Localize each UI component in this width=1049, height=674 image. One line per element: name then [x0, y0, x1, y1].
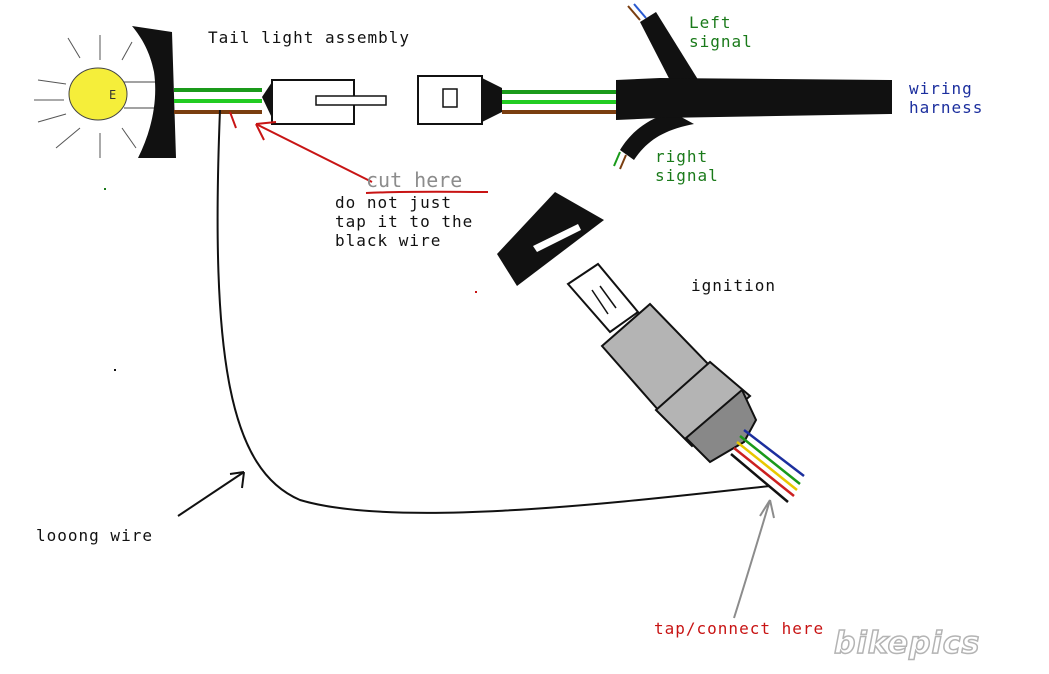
- right-signal-label-line2: signal: [655, 166, 719, 185]
- note-line3: black wire: [335, 231, 442, 250]
- left-signal-branch: [627, 3, 702, 92]
- socket-connector: [417, 75, 502, 125]
- tail-light-reflector: [132, 26, 176, 158]
- ignition-key: [497, 192, 640, 334]
- watermark-logo: bikepics: [833, 625, 981, 662]
- plug-connector: [262, 79, 387, 125]
- bulb: [68, 67, 128, 121]
- wiring-harness-label-line1: wiring: [909, 79, 973, 98]
- stray-dots: [104, 188, 477, 371]
- wiring-harness: [616, 78, 892, 120]
- tap-connect-label: tap/connect here: [654, 619, 825, 638]
- cut-underline: [365, 190, 489, 194]
- wiring-harness-label-line2: harness: [909, 98, 984, 117]
- cut-arrow: [255, 121, 373, 183]
- long-wire-label: looong wire: [36, 526, 153, 545]
- cut-mark: [229, 111, 237, 129]
- note-line2: tap it to the: [335, 212, 474, 231]
- long-wire: [216, 109, 771, 514]
- left-signal-label-line1: Left: [689, 13, 732, 32]
- bulb-rays: [34, 35, 137, 158]
- harness-wires: [502, 90, 620, 114]
- note-line1: do not just: [335, 193, 452, 212]
- bulb-letter: E: [109, 88, 116, 102]
- cut-here-label: cut here: [366, 168, 463, 192]
- long-wire-arrow: [177, 471, 245, 517]
- left-signal-label-line2: signal: [689, 32, 753, 51]
- right-signal-label-line1: right: [655, 147, 709, 166]
- tail-light-wires: [174, 88, 262, 114]
- tail-light-label: Tail light assembly: [208, 28, 411, 47]
- tap-arrow: [733, 499, 775, 619]
- right-signal-branch: [613, 112, 694, 170]
- ignition-wires: [730, 429, 805, 503]
- ignition-body: [600, 302, 758, 464]
- ignition-label: ignition: [691, 276, 777, 295]
